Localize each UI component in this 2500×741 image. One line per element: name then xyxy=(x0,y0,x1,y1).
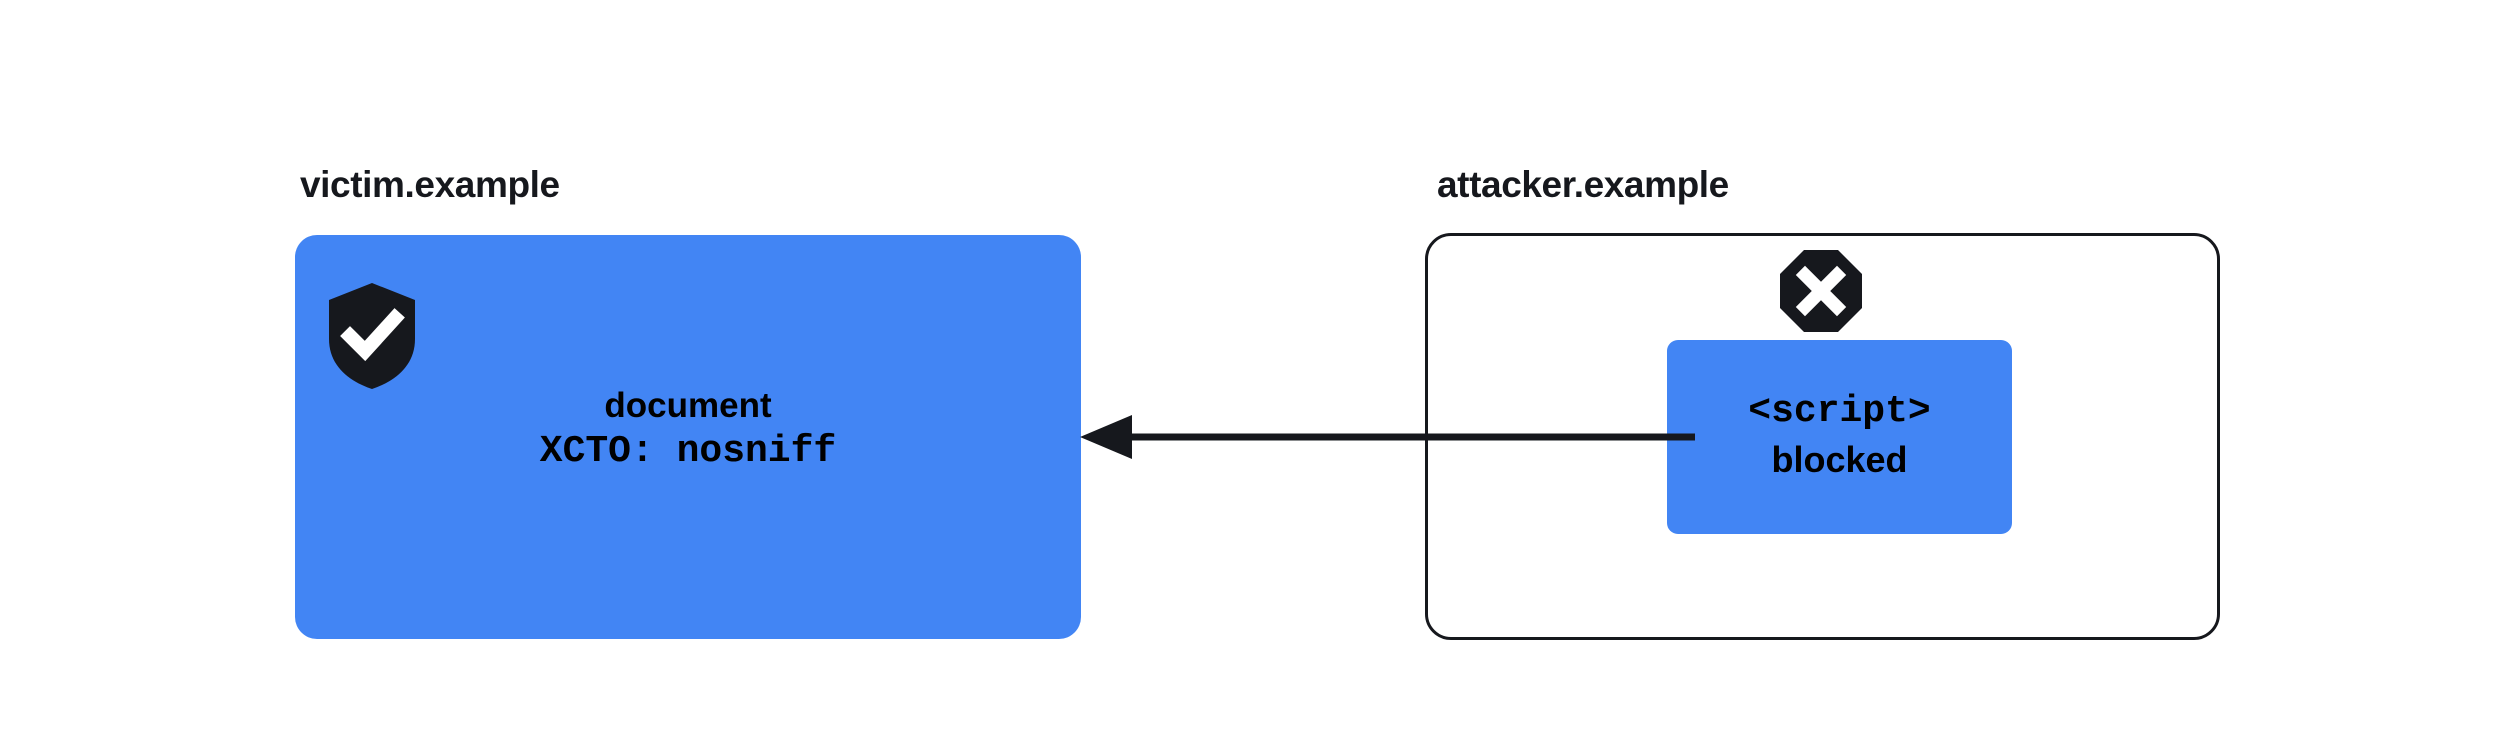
victim-origin-label: victim.example xyxy=(300,164,560,205)
victim-header-line: XCTO: nosniff xyxy=(539,430,837,473)
victim-text-block: document XCTO: nosniff xyxy=(295,383,1081,475)
blocked-request-arrow xyxy=(1070,405,1695,469)
octagon-x-icon xyxy=(1780,250,1862,332)
script-text-block: <script> blocked xyxy=(1667,388,2012,484)
attacker-container-box: <script> blocked xyxy=(1425,233,2220,640)
victim-resource-line: document xyxy=(604,386,772,425)
attacker-origin-label: attacker.example xyxy=(1437,164,1729,205)
script-tag-line: <script> xyxy=(1748,390,1931,433)
blocked-script-box: <script> blocked xyxy=(1667,340,2012,534)
shield-check-icon xyxy=(329,283,415,389)
script-status-line: blocked xyxy=(1771,439,1908,480)
victim-document-box: document XCTO: nosniff xyxy=(295,235,1081,639)
